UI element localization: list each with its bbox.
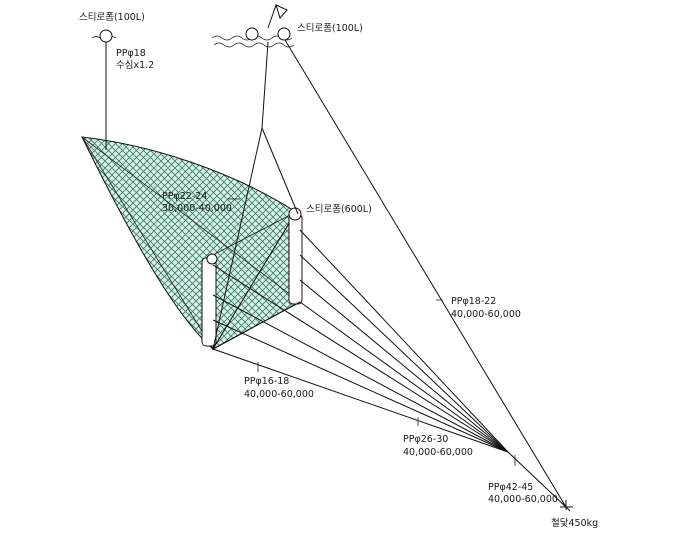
rope-net-bottom	[212, 348, 509, 453]
net-fold-line	[81, 136, 301, 303]
label-float-left: 스티로폼(100L)	[79, 12, 145, 23]
net-fold-line	[81, 136, 214, 350]
rope-main	[507, 451, 567, 508]
label-float-top: 스티로폼(100L)	[297, 23, 363, 34]
float-top-icon-1	[245, 27, 259, 41]
rope-top-to-float600	[261, 127, 299, 215]
label-lower-rope-1: PPφ16-18	[244, 376, 289, 387]
flag-icon	[275, 4, 288, 20]
rope-net-top	[212, 264, 509, 453]
float-top-icon-2	[277, 27, 291, 41]
rope-tube-mid	[299, 279, 509, 453]
label-main-rope-1: PPφ42-45	[488, 482, 533, 493]
flag-pole	[267, 4, 277, 29]
rope-tube-top	[299, 229, 509, 453]
rope-net-mid	[212, 319, 509, 453]
net-frame-tube-left	[201, 257, 217, 347]
water-wave-top-2	[213, 42, 295, 48]
anchor-icon	[560, 500, 573, 512]
label-wing-rope-2: 30,000-40,000	[162, 203, 232, 214]
label-wing-rope-1: PPφ22-24	[162, 191, 207, 202]
rope-tube-bottom	[299, 301, 509, 453]
label-mid-rope-2: 40,000-60,000	[403, 447, 473, 458]
rope-net-base	[212, 301, 301, 350]
float-left-icon	[99, 29, 113, 43]
label-float-left-rope-2: 수심x1.2	[116, 60, 154, 71]
label-right-rope-2: 40,000-60,000	[451, 309, 521, 320]
label-right-rope-1: PPφ18-22	[451, 296, 496, 307]
rope-tube-upper	[299, 254, 509, 453]
label-float-big: 스티로폼(600L)	[306, 204, 372, 215]
label-mid-rope-1: PPφ26-30	[403, 434, 448, 445]
net-fold-line	[212, 211, 297, 256]
net-frame-tube-right	[288, 213, 303, 305]
rope-right-long	[284, 39, 567, 508]
net-float-small	[206, 253, 218, 265]
label-anchor: 철닻450kg	[551, 517, 598, 529]
label-float-left-rope-1: PPφ18	[116, 48, 146, 59]
rope-net-upper	[212, 294, 509, 453]
net-float-600l	[288, 207, 302, 221]
label-main-rope-2: 40,000-60,000	[488, 494, 558, 505]
label-lower-rope-2: 40,000-60,000	[244, 389, 314, 400]
